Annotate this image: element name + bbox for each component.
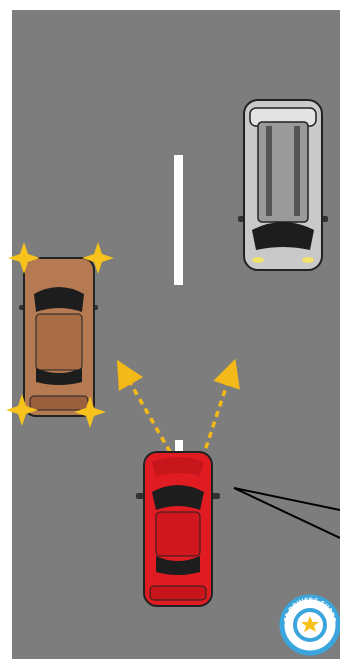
steering-wheel-star-icon — [301, 616, 319, 632]
hazard-lights — [6, 242, 114, 428]
parked-car — [19, 257, 98, 417]
lane-marking — [175, 440, 183, 453]
road-top-edge — [0, 0, 340, 10]
hazard-star-icon — [6, 394, 38, 426]
hazard-star-icon — [74, 396, 106, 428]
oncoming-suv — [238, 99, 328, 271]
hazard-star-icon — [82, 242, 114, 274]
road-left-edge — [0, 0, 12, 659]
hazard-star-icon — [8, 242, 40, 274]
lane-marking — [174, 155, 183, 285]
mirror-view-lines — [233, 487, 340, 539]
player-car — [136, 451, 220, 607]
